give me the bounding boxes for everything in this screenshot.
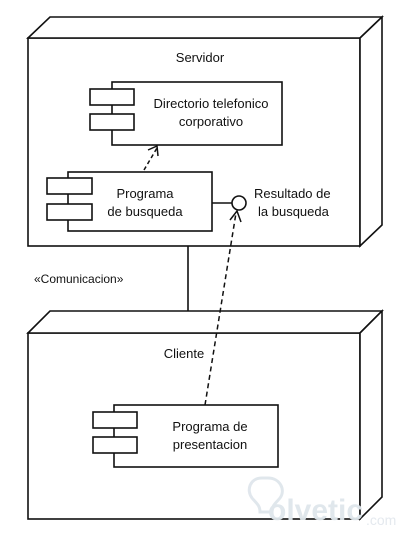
result-interface-label-line1: Resultado de: [254, 186, 331, 201]
dependency-arrow: [143, 144, 159, 171]
search-program-component: [46, 171, 213, 232]
dependency-arrow-line: [143, 147, 158, 171]
search-program-component-tab-bottom: [46, 203, 93, 221]
dependency-arrow-head: [147, 144, 159, 157]
search-program-component-tab-top: [46, 177, 93, 195]
interface-dependency-arrow: [204, 209, 242, 406]
watermark-logo-text: olvetic: [268, 494, 363, 527]
server-node-side: [359, 15, 383, 248]
directory-component-tab-top: [89, 88, 135, 106]
interface-dependency-line: [204, 212, 237, 406]
search-program-label-line2: de busqueda: [107, 204, 183, 219]
presentation-program-label-line1: Programa de: [172, 419, 247, 434]
search-program-label-line1: Programa: [116, 186, 174, 201]
communication-stereotype-label: «Comunicacion»: [34, 272, 124, 286]
directory-component-label-line2: corporativo: [179, 114, 243, 129]
client-node-side: [359, 309, 383, 521]
watermark: olvetic .com: [247, 476, 396, 528]
server-node-top: [26, 16, 384, 39]
presentation-program-component: [92, 404, 279, 468]
presentation-program-component-body: [113, 404, 279, 468]
result-interface-lollipop: [231, 195, 247, 211]
watermark-bulb-icon: [247, 476, 284, 514]
client-node-top: [26, 310, 384, 334]
server-node-label: Servidor: [176, 50, 225, 65]
directory-component-body: [111, 81, 283, 146]
presentation-program-label-line2: presentacion: [173, 437, 247, 452]
result-interface-label-line2: la busqueda: [258, 204, 330, 219]
directory-component: [89, 81, 283, 146]
interface-dependency-head: [229, 209, 242, 223]
directory-component-tab-bottom: [89, 113, 135, 131]
directory-component-label-line1: Directorio telefonico: [154, 96, 269, 111]
presentation-program-component-tab-bottom: [92, 436, 138, 454]
client-node-label: Cliente: [164, 346, 204, 361]
watermark-logo-suffix: .com: [366, 512, 396, 528]
presentation-program-component-tab-top: [92, 411, 138, 429]
